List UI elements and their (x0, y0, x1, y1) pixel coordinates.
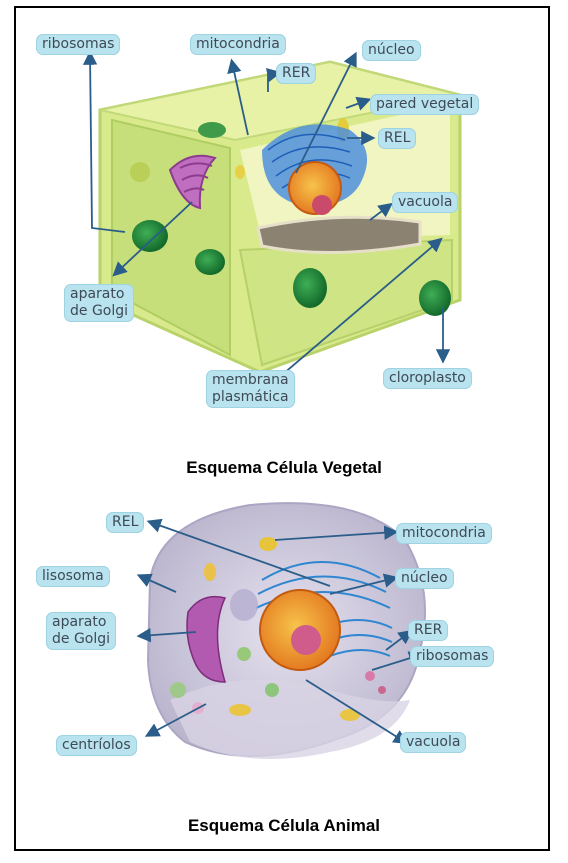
animal-label-rer: RER (408, 620, 448, 641)
plant-label-membrana-line2: plasmática (212, 389, 289, 406)
plant-label-pared-vegetal: pared vegetal (370, 94, 479, 115)
plant-label-vacuola: vacuola (392, 192, 458, 213)
animal-label-aparato-golgi: aparato de Golgi (46, 612, 116, 650)
plant-label-aparato-golgi-line1: aparato (70, 286, 128, 303)
animal-label-rel: REL (106, 512, 144, 533)
plant-label-aparato-golgi-line2: de Golgi (70, 303, 128, 320)
plant-label-nucleo: núcleo (362, 40, 421, 61)
chloroplast-shape (132, 220, 168, 252)
animal-label-aparato-golgi-line2: de Golgi (52, 631, 110, 648)
animal-label-aparato-golgi-line1: aparato (52, 614, 110, 631)
plant-label-rel: REL (378, 128, 416, 149)
animal-caption: Esquema Célula Animal (0, 816, 568, 836)
plant-label-membrana-plasmatica: membrana plasmática (206, 370, 295, 408)
animal-cell (148, 503, 425, 759)
plant-label-membrana-line1: membrana (212, 372, 289, 389)
plant-label-rer: RER (276, 63, 316, 84)
animal-label-lisosoma: lisosoma (36, 566, 110, 587)
animal-label-vacuola: vacuola (400, 732, 466, 753)
animal-label-nucleo: núcleo (395, 568, 454, 589)
animal-label-mitocondria: mitocondria (396, 523, 492, 544)
animal-label-ribosomas: ribosomas (410, 646, 494, 667)
plant-caption: Esquema Célula Vegetal (0, 458, 568, 478)
plant-label-ribosomas: ribosomas (36, 34, 120, 55)
animal-label-centriolos: centríolos (56, 735, 137, 756)
plant-label-cloroplasto: cloroplasto (383, 368, 472, 389)
plant-label-aparato-golgi: aparato de Golgi (64, 284, 134, 322)
plant-label-mitocondria: mitocondria (190, 34, 286, 55)
